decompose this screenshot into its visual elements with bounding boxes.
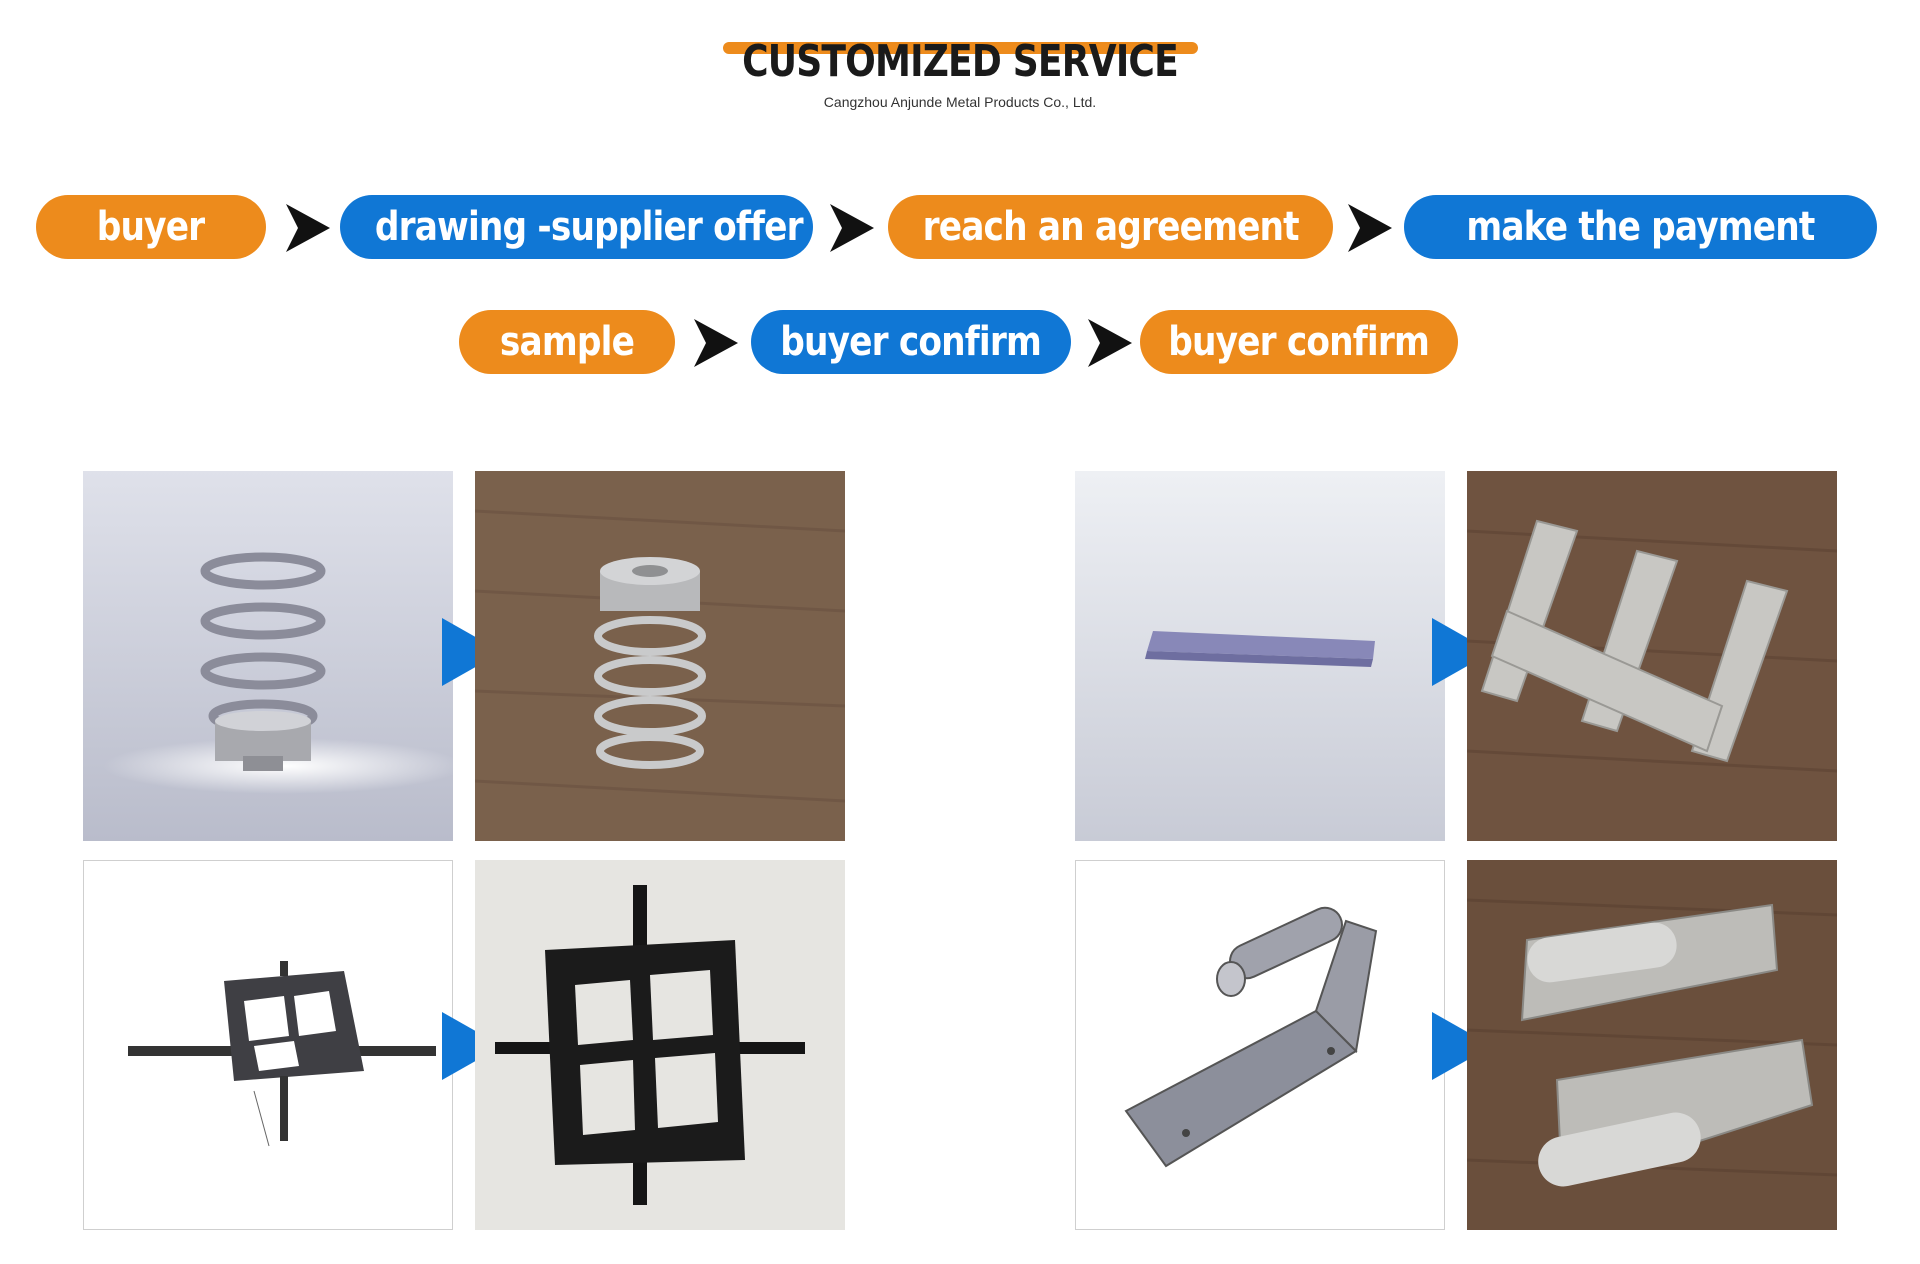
page-title: CUSTOMIZED SERVICE	[742, 36, 1179, 87]
arrow-right-icon	[1088, 319, 1132, 367]
play-arrow-icon	[442, 1012, 502, 1080]
step-buyer: buyer	[36, 195, 266, 259]
spring-product-photo	[475, 471, 845, 841]
plate-design-render	[83, 860, 453, 1230]
step-buyer-confirm: buyer confirm	[751, 310, 1071, 374]
bracket-design-render	[1075, 471, 1445, 841]
spring-design-render	[83, 471, 453, 841]
step-reach-agreement: reach an agreement	[888, 195, 1333, 259]
arrow-right-icon	[1348, 204, 1392, 252]
step-make-payment: make the payment	[1404, 195, 1877, 259]
arrow-right-icon	[830, 204, 874, 252]
step-buyer-confirm-final: buyer confirm	[1140, 310, 1458, 374]
bent-tube-product-photo	[1467, 860, 1837, 1230]
bracket-product-photo	[1467, 471, 1837, 841]
company-subtitle: Cangzhou Anjunde Metal Products Co., Ltd…	[823, 94, 1097, 110]
step-sample: sample	[459, 310, 675, 374]
play-arrow-icon	[442, 618, 502, 686]
title-underline-bar	[723, 42, 1198, 54]
arrow-right-icon	[286, 204, 330, 252]
bent-tube-design-render	[1075, 860, 1445, 1230]
plate-product-photo	[475, 860, 845, 1230]
play-arrow-icon	[1432, 618, 1492, 686]
arrow-right-icon	[694, 319, 738, 367]
play-arrow-icon	[1432, 1012, 1492, 1080]
step-drawing-supplier-offer: drawing -supplier offer	[340, 195, 813, 259]
